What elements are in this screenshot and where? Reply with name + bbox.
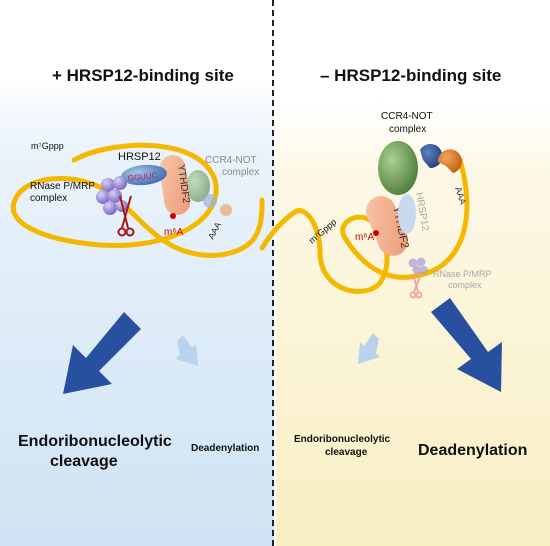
left-m6a-label: m⁶A xyxy=(164,227,183,238)
left-ccr4-not-orange-subunit xyxy=(220,204,232,216)
left-rnase-p-mrp-complex xyxy=(96,176,128,215)
right-strong-arrow xyxy=(431,298,502,392)
right-panel-title: – HRSP12-binding site xyxy=(320,66,502,85)
right-outcome-major: Deadenylation xyxy=(418,442,527,459)
left-scissors-icon xyxy=(117,195,135,237)
left-ccr4-not-blue-subunit xyxy=(203,194,217,208)
right-outcome-minor-line2: cleavage xyxy=(325,447,368,458)
right-ythdf2-protein xyxy=(366,196,408,256)
left-strong-arrow xyxy=(63,312,141,394)
right-outcome-minor-line1: Endoribonucleolytic xyxy=(294,434,391,445)
left-hrsp12-protein xyxy=(121,164,167,186)
right-ccr4-label-line2: complex xyxy=(389,124,426,135)
right-scissors-icon xyxy=(409,273,423,299)
right-rnase-label-line2: complex xyxy=(448,280,482,290)
right-hrsp12-protein xyxy=(398,194,416,234)
right-rnase-p-mrp-complex xyxy=(408,257,428,275)
left-panel-background xyxy=(0,0,274,546)
left-ccr4-label-line1: CCR4-NOT xyxy=(205,155,257,166)
right-ccr4-not-green-subunit xyxy=(378,141,418,195)
left-m6a-dot xyxy=(170,213,176,219)
left-outcome-major-line1: Endoribonucleolytic xyxy=(18,433,172,450)
right-faint-arrow xyxy=(358,333,380,364)
left-gguuc-label: GGUUC xyxy=(127,171,158,183)
left-ythdf2-label: YTHDF2 xyxy=(175,164,191,204)
right-m6a-dot xyxy=(373,230,379,236)
left-hrsp12-label: HRSP12 xyxy=(118,151,161,163)
left-outcome-major-line2: cleavage xyxy=(50,453,118,470)
left-faint-arrow xyxy=(176,335,198,366)
left-cap-label: m⁷Gppp xyxy=(31,141,64,151)
left-panel-title: + HRSP12-binding site xyxy=(52,66,234,85)
right-ccr4-not-orange-subunit xyxy=(437,149,462,173)
right-m6a-label: m⁶A xyxy=(355,232,374,243)
right-ccr4-not-blue-subunit xyxy=(420,144,443,169)
left-polya-label: AAA xyxy=(206,220,223,241)
left-rnase-label-line2: complex xyxy=(30,193,67,204)
left-outcome-minor: Deadenylation xyxy=(191,443,259,454)
right-ccr4-label-line1: CCR4-NOT xyxy=(381,111,433,122)
right-panel-background xyxy=(276,0,550,546)
right-rnase-label-line1: RNase P/MRP xyxy=(433,269,492,279)
left-ccr4-label-line2: complex xyxy=(222,167,259,178)
left-mrna-strand xyxy=(10,142,265,258)
left-rnase-label-line1: RNase P/MRP xyxy=(30,181,95,192)
left-ccr4-not-green-subunit xyxy=(186,170,210,202)
dashed-divider xyxy=(272,0,274,546)
left-ythdf2-protein xyxy=(159,155,191,215)
